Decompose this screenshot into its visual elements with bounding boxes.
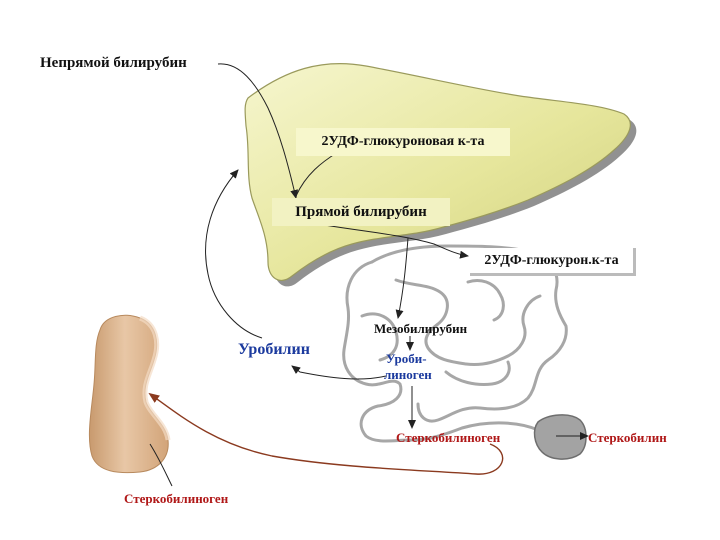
label-urobilin: Уробилин (238, 341, 310, 358)
label-stercobilin: Стеркобилин (588, 430, 667, 445)
arrow-intestine-to-kidney (148, 392, 504, 475)
arrow-kidney-to-label (149, 443, 173, 487)
arrow-to-mesobilirubin (395, 237, 409, 319)
label-urobilinogen-line1: Уроби- (386, 351, 427, 366)
arrow-urobilin-to-liver (205, 169, 263, 339)
arrow-urobilinogen-to-urobilin (291, 365, 387, 380)
rectum (533, 414, 587, 460)
label-indirect-bilirubin: Непрямой билирубин (40, 55, 187, 71)
arrow-direct-to-udp-short (305, 221, 469, 259)
intestines (342, 244, 568, 443)
label-stercobilinogen-intestine: Стеркобилиноген (396, 430, 501, 445)
arrow-indirect-to-direct (217, 63, 299, 199)
label-urobilinogen-line2: линоген (384, 367, 432, 382)
liver (244, 63, 631, 281)
box-direct-bilirubin: Прямой билирубин (272, 198, 450, 226)
pathway-arrows (149, 63, 589, 487)
box-udp-glucuronic-acid: 2УДФ-глюкуроновая к-та (296, 128, 510, 156)
label-mesobilirubin: Мезобилирубин (374, 321, 468, 336)
label-stercobilinogen-kidney: Стеркобилиноген (124, 491, 229, 506)
box-udp-glucuronic-short: 2УДФ-глюкурон.к-та (470, 248, 636, 276)
